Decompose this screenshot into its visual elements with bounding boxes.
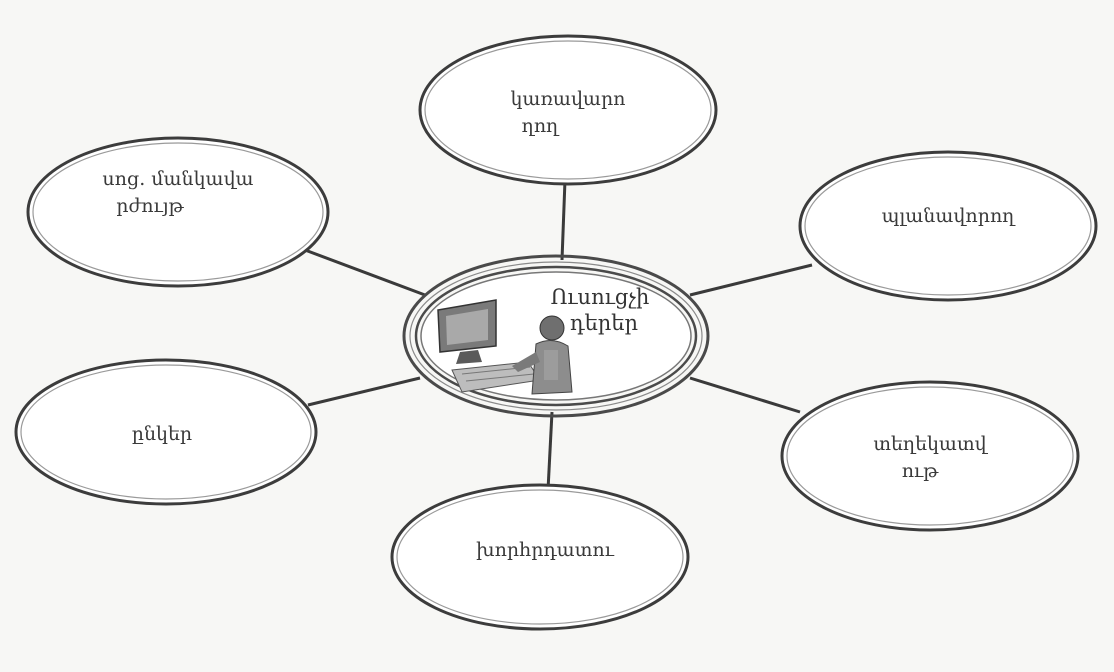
node-top-label-1: կառավարո [510, 88, 625, 110]
spokes [304, 179, 813, 491]
center-label-1: Ուսուցչի [551, 285, 650, 309]
node-upper-left-label-2: րժույթ [116, 195, 184, 217]
spoke-upper-right [689, 263, 813, 297]
node-top-label-2: ղող [522, 115, 560, 137]
node-upper-right: պլանավորող [798, 150, 1098, 302]
node-bottom: խորհրդատու [390, 483, 690, 631]
node-lower-right: տեղեկատվ ութ [780, 380, 1080, 532]
spoke-left [307, 376, 421, 407]
center-label-2: դերեր [570, 311, 638, 335]
node-lower-right-label-1: տեղեկատվ [873, 433, 988, 455]
center-node: Ուսուցչի դերեր [402, 254, 710, 418]
node-bottom-label: խորհրդատու [476, 539, 615, 561]
node-upper-right-label: պլանավորող [882, 205, 1017, 227]
spoke-lower-right [689, 376, 801, 414]
node-upper-left-label-1: սոց. մանկավա [102, 168, 253, 190]
spoke-upper-left [304, 248, 426, 297]
node-left-label: ընկեր [132, 423, 192, 445]
node-upper-left: սոց. մանկավա րժույթ [26, 136, 330, 288]
node-lower-right-label-2: ութ [902, 460, 940, 482]
node-left: ընկեր [14, 358, 318, 506]
spoke-bottom [546, 411, 554, 491]
teacher-at-computer-icon [437, 299, 573, 395]
spoke-top [560, 179, 567, 261]
node-top: կառավարո ղող [418, 34, 718, 186]
